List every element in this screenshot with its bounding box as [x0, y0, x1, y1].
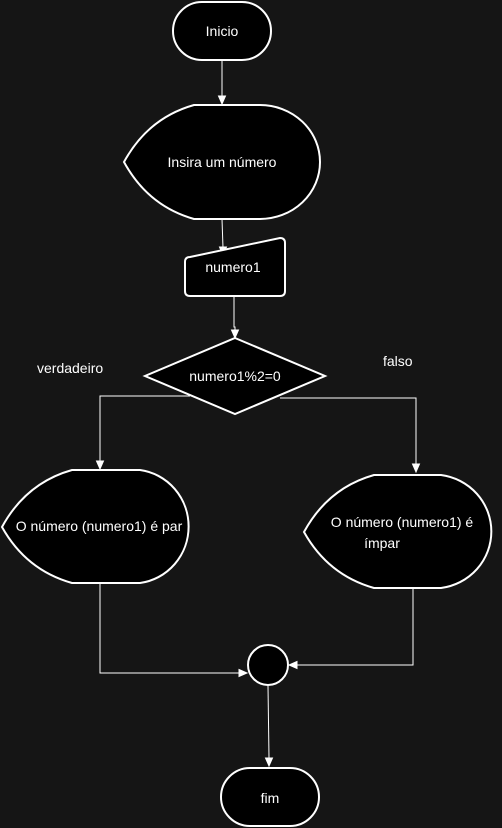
decision-node[interactable]: numero1%2=0	[142, 336, 328, 416]
end-label: fim	[261, 790, 280, 806]
prompt-display-node[interactable]: Insira um número	[122, 104, 321, 220]
edge-start-to-prompt	[217, 61, 227, 106]
decision-label: numero1%2=0	[189, 368, 281, 384]
start-node[interactable]: Inicio	[172, 1, 272, 61]
input-node[interactable]: numero1	[184, 236, 286, 297]
odd-display-label-line2: ímpar	[364, 535, 400, 551]
odd-display-label-line1: O número (numero1) é	[331, 514, 474, 530]
edge-decision-to-odd	[280, 397, 421, 474]
branch-label-true: verdadeiro	[37, 360, 103, 376]
start-label: Inicio	[206, 23, 239, 39]
branch-label-false: falso	[383, 353, 413, 369]
end-node[interactable]: fim	[220, 767, 320, 827]
merge-connector-node[interactable]	[247, 644, 289, 686]
edge-decision-to-even	[95, 395, 190, 471]
edge-input-to-decision	[230, 297, 240, 340]
edge-even-to-merge	[99, 584, 249, 678]
edge-merge-to-end	[264, 685, 274, 768]
even-display-node[interactable]: O número (numero1) é par	[0, 469, 190, 584]
even-display-label: O número (numero1) é par	[16, 518, 183, 534]
edge-odd-to-merge	[287, 589, 414, 670]
odd-display-node[interactable]: O número (numero1) é ímpar	[302, 474, 493, 589]
prompt-display-label: Insira um número	[168, 154, 277, 170]
input-label: numero1	[205, 259, 260, 275]
